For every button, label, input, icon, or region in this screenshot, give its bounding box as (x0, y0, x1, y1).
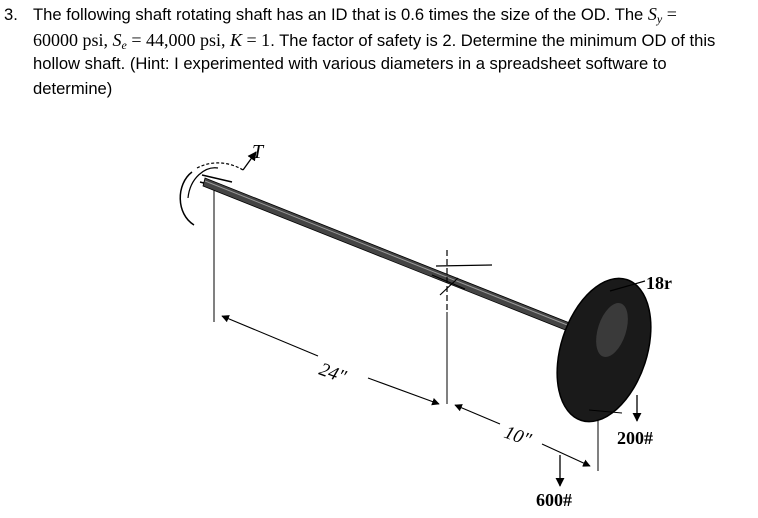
load-200-label: 200# (617, 428, 653, 448)
dim-24-line-a (221, 315, 319, 357)
problem-line-2: 60000 psi, Se = 44,000 psi, K = 1. The f… (33, 27, 715, 55)
radius-label: 18r (646, 273, 672, 293)
problem-line-2-text: . The factor of safety is 2. Determine t… (270, 31, 716, 50)
dimension-lines (213, 190, 623, 471)
problem-line-4: determine) (33, 79, 113, 98)
problem-line-1: The following shaft rotating shaft has a… (33, 1, 677, 29)
dim-24-line-b (367, 377, 440, 406)
problem-line-1-text: The following shaft rotating shaft has a… (33, 5, 648, 24)
dim-10-line-a (454, 404, 501, 425)
k-value: = 1 (242, 30, 271, 50)
middle-bearing (431, 250, 493, 312)
shaft (202, 177, 601, 344)
dim-10-label: 10" (501, 422, 534, 451)
se-value: = 44,000 psi, (126, 30, 231, 50)
dim-24-label: 24" (316, 359, 349, 388)
problem-number: 3. (4, 5, 18, 24)
sy-equals: = (662, 4, 677, 24)
se-subscript: e (121, 38, 127, 52)
problem-line-3: hollow shaft. (Hint: I experimented with… (33, 54, 667, 73)
load-600-label: 600# (536, 490, 572, 510)
sy-value: 60000 psi, (33, 30, 113, 50)
dim-10-line-b (541, 443, 591, 467)
pulley-disk (556, 277, 652, 423)
torque-arrow (242, 151, 257, 171)
k-symbol: K (230, 30, 243, 50)
se-symbol: S (112, 30, 122, 50)
sy-symbol: S (647, 4, 657, 24)
torque-label: T (252, 141, 265, 163)
radius-leader (609, 280, 646, 292)
sy-subscript: y (656, 12, 663, 26)
